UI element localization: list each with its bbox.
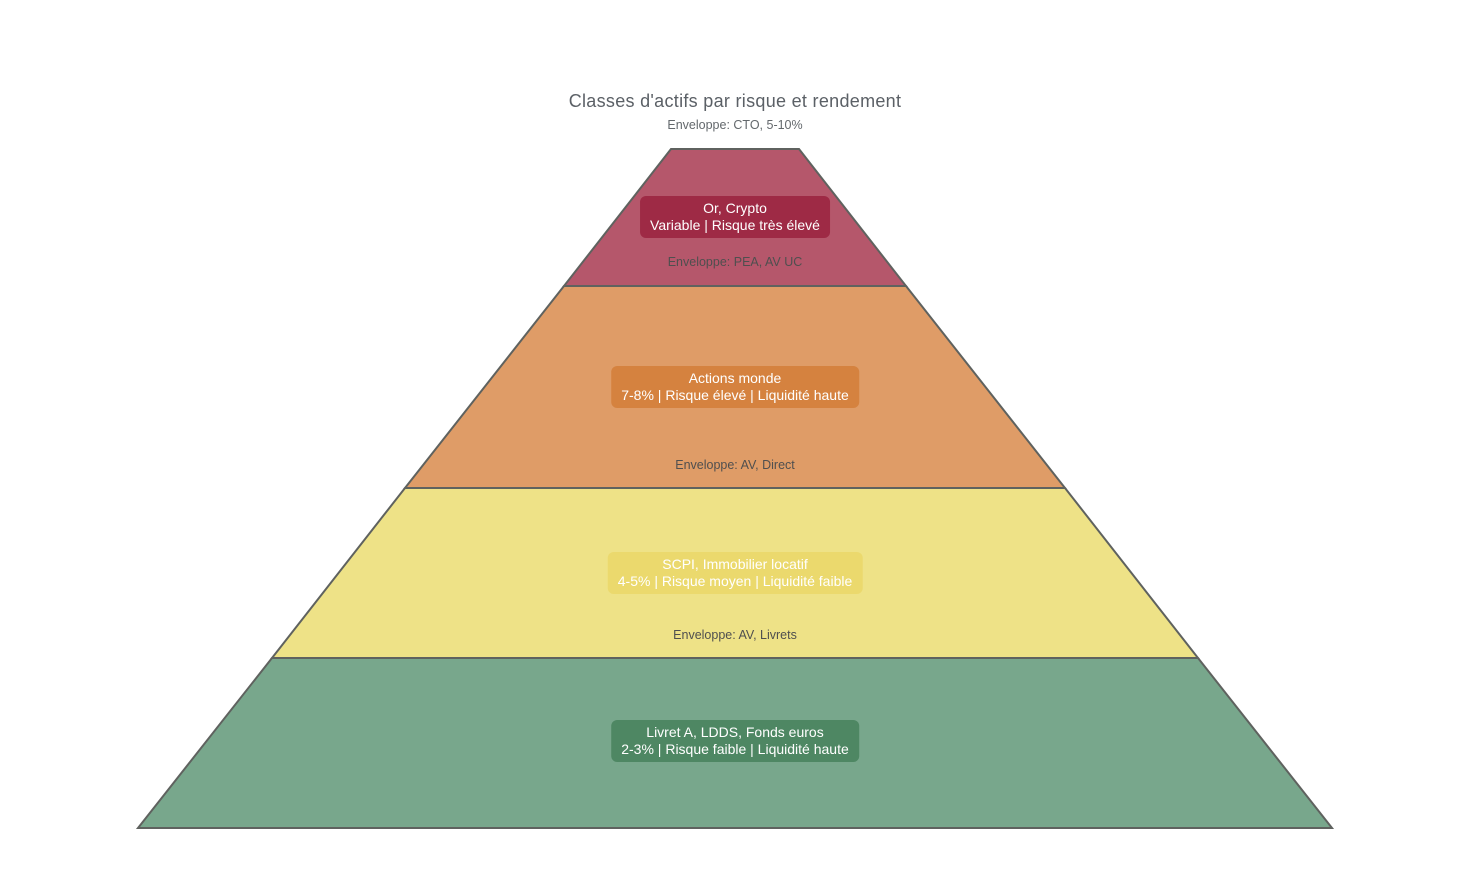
level2-label-box: Actions monde 7-8% | Risque élevé | Liqu… bbox=[611, 366, 859, 408]
chart-subtitle-envelope-note: Enveloppe: CTO, 5-10% bbox=[667, 118, 803, 132]
level4-name: Livret A, LDDS, Fonds euros bbox=[646, 724, 824, 740]
level3-envelope-note: Enveloppe: AV, Livrets bbox=[673, 628, 797, 642]
level1-label-box: Or, Crypto Variable | Risque très élevé bbox=[640, 196, 830, 238]
chart-title: Classes d'actifs par risque et rendement bbox=[568, 91, 902, 111]
level3-label-box: SCPI, Immobilier locatif 4-5% | Risque m… bbox=[607, 552, 863, 594]
level2-details: 7-8% | Risque élevé | Liquidité haute bbox=[621, 387, 849, 403]
level1-details: Variable | Risque très élevé bbox=[650, 217, 820, 233]
level2-envelope-note: Enveloppe: AV, Direct bbox=[675, 458, 795, 472]
level1-name: Or, Crypto bbox=[703, 200, 767, 216]
level4-details: 2-3% | Risque faible | Liquidité haute bbox=[621, 741, 849, 757]
level1-envelope-note: Enveloppe: PEA, AV UC bbox=[667, 255, 803, 269]
level4-label-box: Livret A, LDDS, Fonds euros 2-3% | Risqu… bbox=[611, 720, 859, 762]
level3-details: 4-5% | Risque moyen | Liquidité faible bbox=[617, 573, 853, 589]
level3-name: SCPI, Immobilier locatif bbox=[662, 556, 808, 572]
level2-name: Actions monde bbox=[688, 370, 782, 386]
